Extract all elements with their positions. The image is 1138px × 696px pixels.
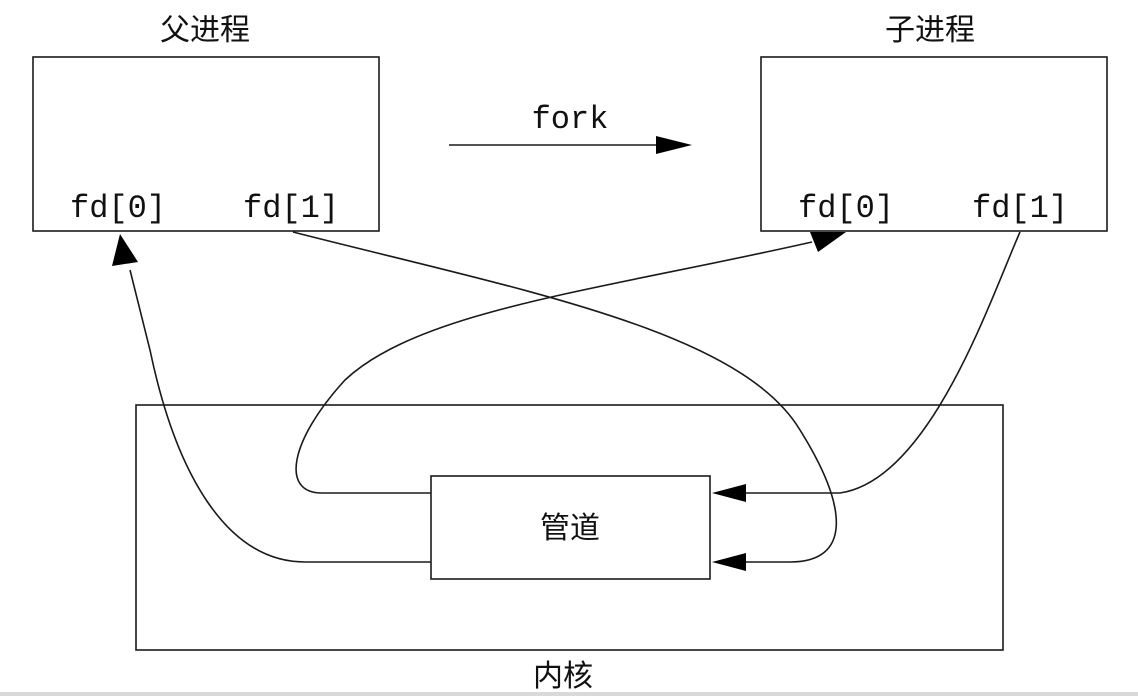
parent-process-title: 父进程 (160, 13, 250, 48)
child-process-box (760, 56, 1108, 232)
parent-fd1-label: fd[1] (243, 190, 339, 227)
pipe-write-upper-arrowhead (712, 484, 746, 502)
pipe-label: 管道 (540, 511, 600, 546)
parent-fd0-arrowhead (112, 234, 138, 266)
child-fd1-label: fd[1] (972, 190, 1068, 227)
child-fd0-label: fd[0] (798, 190, 894, 227)
parent-fd1-to-pipe-curve (292, 231, 838, 563)
fork-arrowhead (656, 136, 692, 154)
pipe-to-child-fd0-curve (295, 241, 813, 494)
kernel-label: 内核 (533, 659, 593, 694)
bottom-edge-strip (0, 692, 1138, 696)
pipe-to-parent-fd0-curve (129, 269, 431, 563)
parent-process-box (32, 56, 380, 232)
child-process-title: 子进程 (885, 13, 975, 48)
parent-fd0-label: fd[0] (70, 190, 166, 227)
child-fd0-arrowhead (810, 232, 846, 252)
child-fd1-to-pipe-curve (746, 231, 1021, 494)
kernel-box (135, 404, 1004, 651)
pipe-box (430, 475, 711, 580)
fork-label: fork (532, 101, 609, 138)
pipe-write-lower-arrowhead (712, 553, 746, 571)
